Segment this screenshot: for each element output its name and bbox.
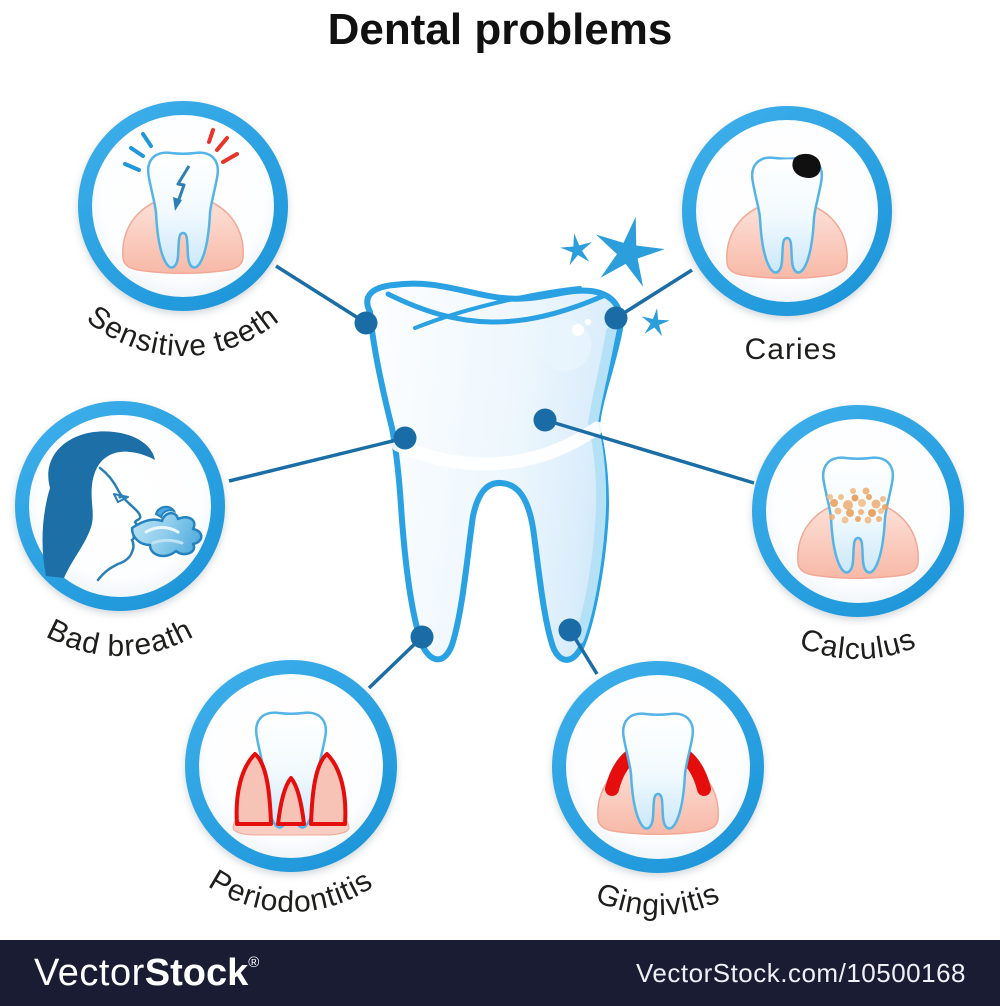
central-tooth-body (364, 280, 624, 663)
hot-rays-icon (207, 128, 239, 164)
connector-line-sensitive-teeth (275, 264, 367, 325)
tooth-shine-dot (572, 324, 584, 336)
sensitive-tooth-icon (122, 128, 244, 274)
diagram-svg: Dental problems (15, 5, 964, 923)
label-calculus: Calculus (796, 622, 921, 666)
tooth-ridge-line-2 (413, 286, 582, 330)
connector-line-bad-breath (228, 436, 406, 483)
brand-bold-part: Stock (144, 952, 249, 994)
problem-circle-caries (682, 106, 892, 316)
lightning-bolt-icon (173, 165, 191, 211)
connector-dot-periodontitis (410, 625, 434, 649)
vectorstock-logo: VectorStock® (34, 954, 259, 992)
problem-circle-bad-breath (15, 401, 225, 611)
page-title: Dental problems (328, 5, 673, 54)
sparkle-icon-small-2 (639, 306, 672, 338)
problem-circle-calculus (752, 405, 964, 617)
tooth-shine-dot-small (584, 318, 592, 326)
bad-breath-icon (42, 431, 203, 582)
registered-mark: ® (248, 954, 260, 971)
tartar-speckles (827, 487, 888, 524)
breath-puff-icon (130, 505, 203, 558)
caries-spot (792, 153, 821, 178)
tooth-ridge-line-1 (385, 291, 606, 325)
connector-line-caries (615, 268, 693, 320)
problem-circle-periodontitis (185, 660, 397, 872)
connector-dot-bad-breath (393, 426, 417, 450)
problem-circle-gingivitis (552, 661, 764, 873)
label-bad-breath: Bad breath (42, 613, 198, 663)
hair-shape (42, 431, 155, 578)
calculus-tooth-icon (797, 456, 919, 579)
receded-gums (234, 752, 348, 826)
mini-tooth-shape (821, 456, 895, 574)
brand-light-part: Vector (34, 952, 145, 994)
connector-dot-caries (604, 306, 628, 330)
connector-dot-sensitive-teeth (354, 311, 378, 335)
connector-dot-calculus (533, 408, 557, 432)
periodontitis-tooth-icon (232, 711, 350, 836)
caries-tooth-icon (726, 153, 848, 279)
connector-lines (228, 264, 755, 690)
tooth-inner-shade (574, 327, 616, 644)
tooth-glow-highlight (539, 319, 591, 371)
sparkle-icon-large (587, 209, 671, 290)
cold-rays-icon (123, 132, 153, 172)
eye-icon (113, 493, 129, 503)
label-caries: Caries (745, 333, 838, 366)
connector-dot-gingivitis (558, 618, 582, 642)
sparkle-icon-small-1 (558, 230, 596, 267)
gingivitis-tooth-icon (597, 712, 719, 835)
problem-circle-sensitive-teeth (78, 101, 288, 311)
central-tooth (364, 280, 624, 663)
connector-line-calculus (544, 418, 755, 485)
label-gingivitis: Gingivitis (592, 877, 725, 923)
tooth-mid-highlight (391, 421, 604, 471)
mini-tooth-shape (146, 151, 220, 269)
connector-dots (354, 306, 628, 649)
connector-line-periodontitis (367, 635, 424, 690)
vectorstock-item-number: VectorStock.com/10500168 (636, 957, 966, 988)
watermark-bar: VectorStock® VectorStock.com/10500168 (0, 940, 1000, 1006)
mini-tooth-shape (621, 712, 695, 830)
